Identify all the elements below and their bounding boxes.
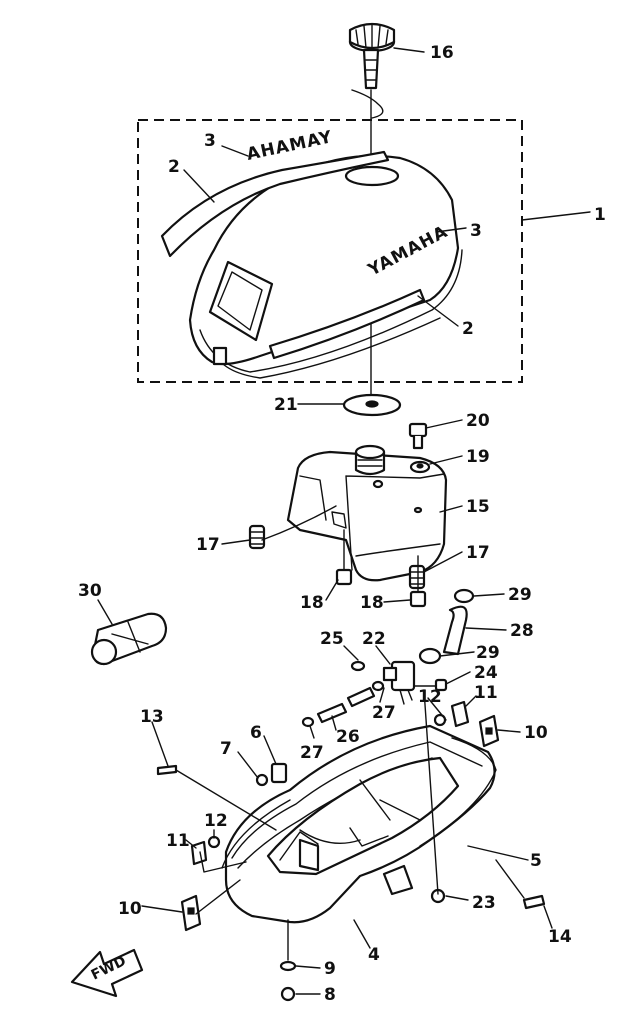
callout-11-upper: 11 xyxy=(474,683,498,703)
callout-23: 23 xyxy=(472,893,496,913)
callout-12-lower: 12 xyxy=(204,811,228,831)
washer-19-part[interactable] xyxy=(409,460,431,474)
callout-1: 1 xyxy=(594,205,606,225)
top-cowling-part[interactable] xyxy=(188,154,463,379)
callout-3-left: 3 xyxy=(204,131,216,151)
callout-numbers: 16 1 3 2 3 2 21 20 19 15 17 17 18 18 29 … xyxy=(78,43,606,1005)
callout-30: 30 xyxy=(78,581,102,601)
screw-12-upper-part[interactable] xyxy=(433,713,447,727)
callout-11-lower: 11 xyxy=(166,831,190,851)
clip-27-part[interactable] xyxy=(301,680,385,728)
seal-5-part[interactable] xyxy=(221,737,497,869)
grommet-17-left-part[interactable] xyxy=(248,524,266,550)
bolt-8-part[interactable] xyxy=(280,986,296,1002)
callout-5: 5 xyxy=(530,851,542,871)
fuel-tank-part[interactable] xyxy=(286,444,448,582)
callout-18-right: 18 xyxy=(360,593,384,613)
callout-25: 25 xyxy=(320,629,344,649)
callout-24: 24 xyxy=(474,663,498,683)
callout-9: 9 xyxy=(324,959,336,979)
callout-12-upper: 12 xyxy=(418,687,442,707)
bottom-cowling-part[interactable] xyxy=(224,724,496,924)
callout-18-left: 18 xyxy=(300,593,324,613)
callout-10-lower: 10 xyxy=(118,899,142,919)
bracket-6-part[interactable] xyxy=(270,762,288,784)
bolt-18-left-part[interactable] xyxy=(335,529,353,586)
decal-stripe-part[interactable] xyxy=(160,150,390,258)
callout-10-upper: 10 xyxy=(524,723,548,743)
clip-11-lower-part[interactable] xyxy=(190,840,208,866)
plug-30-part[interactable] xyxy=(90,612,168,666)
leader-lines xyxy=(97,47,591,995)
clamp-10-lower-part[interactable] xyxy=(180,894,202,932)
cowling-assembly-box xyxy=(137,119,523,383)
callout-8: 8 xyxy=(324,985,336,1005)
callout-22: 22 xyxy=(362,629,386,649)
screw-24-part[interactable] xyxy=(413,678,448,692)
callout-7: 7 xyxy=(220,739,232,759)
clip-29-lower-part[interactable] xyxy=(418,647,442,665)
grommet-17-right-part[interactable] xyxy=(408,564,426,590)
forward-arrow-icon xyxy=(70,948,144,998)
callout-2-left: 2 xyxy=(168,157,180,177)
callout-29-upper: 29 xyxy=(508,585,532,605)
callout-27-right: 27 xyxy=(372,703,396,723)
callout-15: 15 xyxy=(466,497,490,517)
brand-decal-mirrored: AHAMAY xyxy=(245,127,335,165)
screw-7-part[interactable] xyxy=(255,773,269,787)
callout-28: 28 xyxy=(510,621,534,641)
callout-26: 26 xyxy=(336,727,360,747)
gasket-part[interactable] xyxy=(342,393,402,417)
vent-hose-line xyxy=(351,89,384,119)
grommet-line xyxy=(261,505,337,541)
clip-11-upper-part[interactable] xyxy=(450,700,470,728)
callout-3-right: 3 xyxy=(470,221,482,241)
callout-2-right: 2 xyxy=(462,319,474,339)
washer-9-part[interactable] xyxy=(279,960,297,972)
clamp-10-upper-part[interactable] xyxy=(478,714,500,748)
callout-13: 13 xyxy=(140,707,164,727)
fuel-cap-part[interactable] xyxy=(348,22,396,90)
label-14-part[interactable] xyxy=(522,894,546,910)
callout-14: 14 xyxy=(548,927,572,947)
callout-21: 21 xyxy=(274,395,298,415)
bolt-18-right-part[interactable] xyxy=(409,555,427,608)
callout-6: 6 xyxy=(250,723,262,743)
callout-16: 16 xyxy=(430,43,454,63)
fuel-cock-22-part[interactable] xyxy=(382,660,416,705)
callout-17-right: 17 xyxy=(466,543,490,563)
screw-20-part[interactable] xyxy=(408,422,428,450)
fuel-hose-28-part[interactable] xyxy=(442,605,468,656)
callout-29-lower: 29 xyxy=(476,643,500,663)
callout-4: 4 xyxy=(368,945,380,965)
label-13-part[interactable] xyxy=(156,764,178,776)
hose-26-part[interactable] xyxy=(316,686,376,724)
clip-29-upper-part[interactable] xyxy=(453,588,475,604)
callout-20: 20 xyxy=(466,411,490,431)
washer-25-part[interactable] xyxy=(350,660,366,672)
callout-19: 19 xyxy=(466,447,490,467)
callout-17-left: 17 xyxy=(196,535,220,555)
callout-27-left: 27 xyxy=(300,743,324,763)
